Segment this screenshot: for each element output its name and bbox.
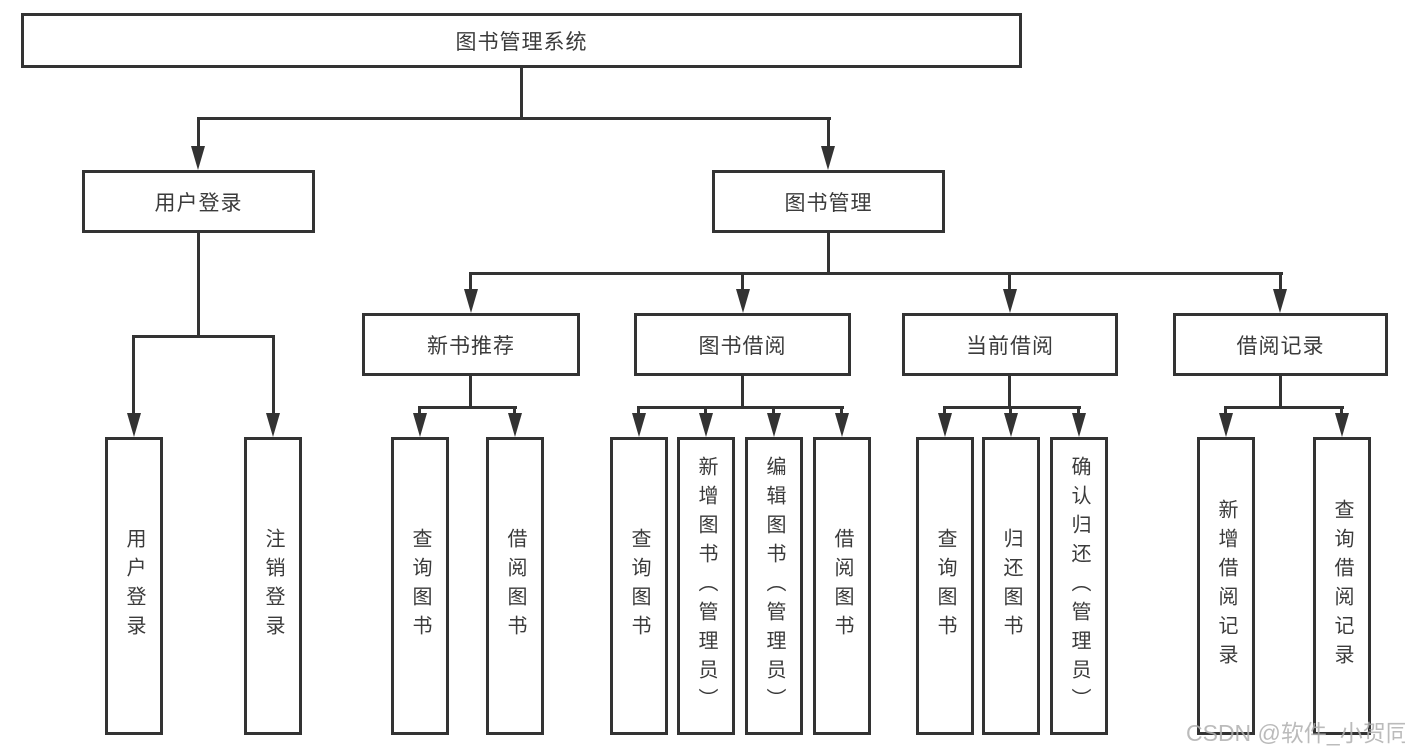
connector-drop: [772, 406, 775, 416]
leaf-label: 借阅图书: [831, 528, 853, 644]
arrowhead-down-icon: [736, 289, 750, 313]
leaf-label: 新增图书（管理员）: [695, 455, 717, 717]
leaf-label: 用户登录: [123, 528, 145, 644]
leaf-query-books: 查询图书: [391, 437, 449, 735]
connector-user-login-bar: [132, 335, 275, 338]
arrowhead-down-icon: [1219, 413, 1233, 437]
connector-drop: [1224, 406, 1227, 416]
arrowhead-down-icon: [464, 289, 478, 313]
arrowhead-down-icon: [266, 413, 280, 437]
leaf-label: 查询图书: [934, 528, 956, 644]
arrowhead-down-icon: [835, 413, 849, 437]
arrowhead-down-icon: [938, 413, 952, 437]
leaf-edit-books-admin: 编辑图书（管理员）: [745, 437, 803, 735]
leaf-confirm-return-admin: 确认归还（管理员）: [1050, 437, 1108, 735]
connector-leaf-bar: [637, 406, 844, 409]
connector-root-stem: [520, 68, 523, 117]
leaf-logout: 注销登录: [244, 437, 302, 735]
leaf-label: 查询图书: [628, 528, 650, 644]
connector-level3-bar: [469, 272, 1283, 275]
connector-drop: [943, 406, 946, 416]
arrowhead-down-icon: [1004, 413, 1018, 437]
node-new-book-recommendation: 新书推荐: [362, 313, 580, 376]
leaf-label: 借阅图书: [504, 528, 526, 644]
connector-drop: [1077, 406, 1080, 416]
connector-level2-bar: [197, 117, 831, 120]
connector-drop: [1279, 272, 1282, 291]
connector-leaf-bar: [1224, 406, 1344, 409]
leaf-return-books: 归还图书: [982, 437, 1040, 735]
leaf-query-borrow-record: 查询借阅记录: [1313, 437, 1371, 735]
connector-drop: [840, 406, 843, 416]
node-book-borrowing: 图书借阅: [634, 313, 851, 376]
arrowhead-down-icon: [1072, 413, 1086, 437]
connector-drop: [1340, 406, 1343, 416]
leaf-add-borrow-record: 新增借阅记录: [1197, 437, 1255, 735]
arrowhead-down-icon: [1273, 289, 1287, 313]
leaf-query-books: 查询图书: [610, 437, 668, 735]
leaf-label: 归还图书: [1000, 528, 1022, 644]
connector-stem: [1008, 376, 1011, 406]
node-root: 图书管理系统: [21, 13, 1022, 68]
csdn-watermark: CSDN @软件_小贺同学: [1186, 720, 1405, 746]
connector-drop: [197, 117, 200, 148]
leaf-borrow-books: 借阅图书: [486, 437, 544, 735]
arrowhead-down-icon: [413, 413, 427, 437]
connector-drop: [469, 272, 472, 291]
connector-drop: [704, 406, 707, 416]
connector-drop: [827, 117, 830, 148]
connector-drop: [1008, 272, 1011, 291]
connector-stem: [741, 376, 744, 406]
arrowhead-down-icon: [699, 413, 713, 437]
connector-book-management-stem: [827, 233, 830, 272]
connector-drop: [272, 335, 275, 415]
connector-leaf-bar: [943, 406, 1081, 409]
node-current-borrowing: 当前借阅: [902, 313, 1118, 376]
connector-stem: [1279, 376, 1282, 406]
node-book-management: 图书管理: [712, 170, 945, 233]
connector-stem: [469, 376, 472, 406]
leaf-label: 新增借阅记录: [1215, 499, 1237, 673]
leaf-borrow-books: 借阅图书: [813, 437, 871, 735]
arrowhead-down-icon: [1335, 413, 1349, 437]
leaf-user-login: 用户登录: [105, 437, 163, 735]
arrowhead-down-icon: [127, 413, 141, 437]
leaf-label: 编辑图书（管理员）: [763, 455, 785, 717]
node-borrowing-records: 借阅记录: [1173, 313, 1388, 376]
connector-drop: [418, 406, 421, 416]
arrowhead-down-icon: [191, 146, 205, 170]
connector-drop: [132, 335, 135, 415]
leaf-query-books: 查询图书: [916, 437, 974, 735]
connector-drop: [1009, 406, 1012, 416]
connector-drop: [637, 406, 640, 416]
node-user-login: 用户登录: [82, 170, 315, 233]
arrowhead-down-icon: [1003, 289, 1017, 313]
leaf-label: 查询图书: [409, 528, 431, 644]
leaf-label: 确认归还（管理员）: [1068, 455, 1090, 717]
arrowhead-down-icon: [821, 146, 835, 170]
arrowhead-down-icon: [508, 413, 522, 437]
connector-user-login-stem: [197, 233, 200, 335]
connector-drop: [741, 272, 744, 291]
leaf-label: 查询借阅记录: [1331, 499, 1353, 673]
leaf-add-books-admin: 新增图书（管理员）: [677, 437, 735, 735]
connector-leaf-bar: [418, 406, 517, 409]
arrowhead-down-icon: [632, 413, 646, 437]
connector-drop: [513, 406, 516, 416]
leaf-label: 注销登录: [262, 528, 284, 644]
arrowhead-down-icon: [767, 413, 781, 437]
